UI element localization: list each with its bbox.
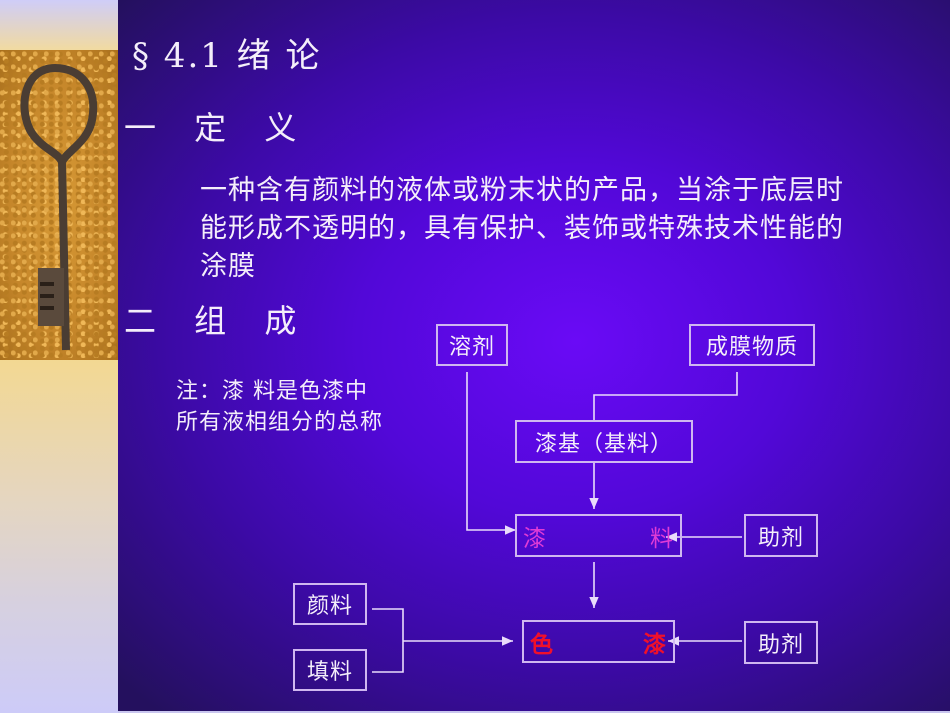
additive-box-2: 助剂 <box>744 621 818 664</box>
paint-box: 色 漆 <box>522 620 675 663</box>
paint-label-right: 漆 <box>643 630 667 658</box>
vehicle-box: 漆 料 <box>515 514 682 557</box>
key-image <box>0 50 118 360</box>
definition-line-1: 一种含有颜料的液体或粉末状的产品，当涂于底层时 <box>200 175 844 206</box>
bottom-divider <box>118 711 950 713</box>
pigment-box: 颜料 <box>293 583 367 625</box>
definition-line-2: 能形成不透明的，具有保护、装饰或特殊技术性能的 <box>200 213 844 244</box>
note-line-1: 注：漆 料是色漆中 <box>176 379 368 404</box>
definition-line-3: 涂膜 <box>200 251 256 282</box>
film-former-box: 成膜物质 <box>689 324 815 366</box>
additive-box-1: 助剂 <box>744 514 818 557</box>
slide-canvas <box>118 0 950 711</box>
paint-label-left: 色 <box>530 630 554 658</box>
filler-box: 填料 <box>293 649 367 691</box>
vehicle-label-right: 料 <box>650 525 674 552</box>
section-heading-definition: 一 定 义 <box>124 109 311 147</box>
slide-title: § 4.1 绪 论 <box>132 36 322 76</box>
solvent-box: 溶剂 <box>436 324 508 366</box>
section-heading-composition: 二 组 成 <box>124 302 311 340</box>
vehicle-label-left: 漆 <box>523 525 547 552</box>
note-line-2: 所有液相组分的总称 <box>176 410 384 435</box>
base-binder-box: 漆基（基料） <box>515 420 693 463</box>
decorative-sidebar <box>0 0 118 713</box>
